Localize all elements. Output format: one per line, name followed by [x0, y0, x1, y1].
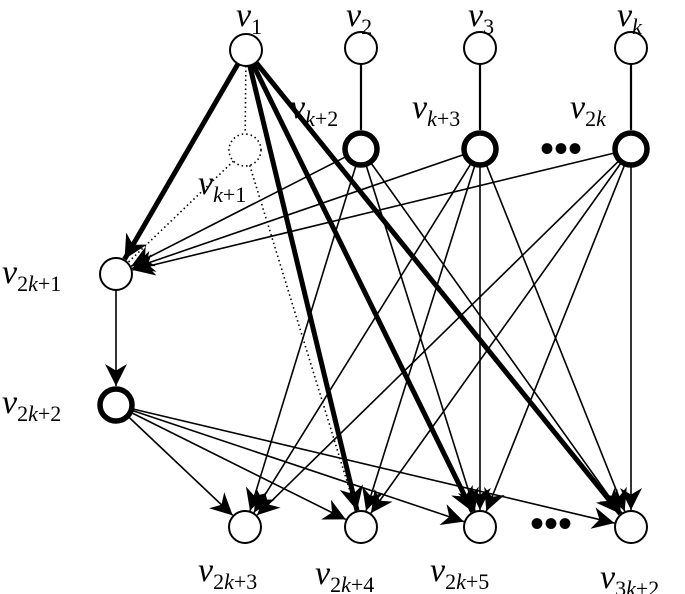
nodes-layer	[97, 31, 650, 544]
label-v3: v3	[468, 0, 494, 39]
label-v3k2: v3k+2	[600, 559, 659, 594]
label-v2k1: v2k+1	[2, 254, 61, 296]
label-vk: vk	[617, 0, 643, 39]
labels-layer: v1 v2 v3 vk vk+1 vk+2 vk+3 v2k v2k+1 v2k+2 v2k+3 v2…	[2, 0, 659, 594]
node-v3k2	[614, 510, 648, 544]
node-vk1	[228, 133, 262, 167]
edge-v2k2-v2k4	[131, 412, 347, 521]
node-v2k5	[463, 510, 497, 544]
label-v2k2: v2k+2	[2, 384, 61, 426]
edge-v1-vk1	[244, 65, 247, 134]
label-v2k3: v2k+3	[198, 552, 257, 594]
edge-vk3-v2k1	[131, 154, 464, 272]
edges-layer	[105, 60, 642, 529]
node-v2k1	[99, 257, 133, 291]
edge-vk3-v2k3	[253, 163, 472, 513]
label-v2k4: v2k+4	[315, 555, 374, 594]
label-vk1: vk+1	[198, 165, 246, 207]
label-v1: v1	[236, 0, 262, 39]
edge-vk2-v2k3	[245, 165, 357, 511]
node-vk3	[461, 130, 499, 168]
edge-v2k-v2k3	[256, 161, 619, 516]
edge-v2k2-v2k3	[128, 416, 234, 516]
edge-vk1-v2k1	[127, 160, 235, 263]
label-v2: v2	[346, 0, 372, 39]
ellipsis-bottom: •••	[530, 501, 572, 546]
label-v2k5: v2k+5	[430, 552, 489, 594]
ellipsis-top: •••	[540, 126, 582, 171]
edge-vk2-v2k1	[130, 156, 346, 267]
edge-v2k-v2k5	[484, 165, 626, 512]
node-v1	[229, 33, 263, 67]
edge-v1-v2k5	[250, 63, 475, 513]
edge-v1-v2k4	[247, 64, 364, 512]
ellipsis-layer: ••• •••	[530, 126, 582, 546]
label-vk3: vk+3	[412, 89, 460, 131]
node-vk	[614, 31, 648, 65]
edge-v2k2-v3k2	[133, 408, 615, 529]
node-vk2	[342, 130, 380, 168]
edge-v1-v3k2	[254, 60, 623, 516]
node-v2k3	[228, 510, 262, 544]
edge-v2k-v2k4	[370, 163, 622, 514]
node-v3	[463, 31, 497, 65]
edge-v1-v2k1	[122, 62, 241, 261]
edge-v2k-v2k1	[132, 152, 614, 276]
node-v2k	[612, 130, 650, 168]
label-v2k: v2k	[570, 89, 607, 131]
label-vk2: vk+2	[290, 89, 338, 131]
edge-v2k2-v2k5	[132, 409, 465, 526]
node-v2	[344, 31, 378, 65]
node-v2k2	[97, 386, 135, 424]
node-v2k4	[344, 510, 378, 544]
edge-vk3-v2k4	[362, 165, 476, 512]
